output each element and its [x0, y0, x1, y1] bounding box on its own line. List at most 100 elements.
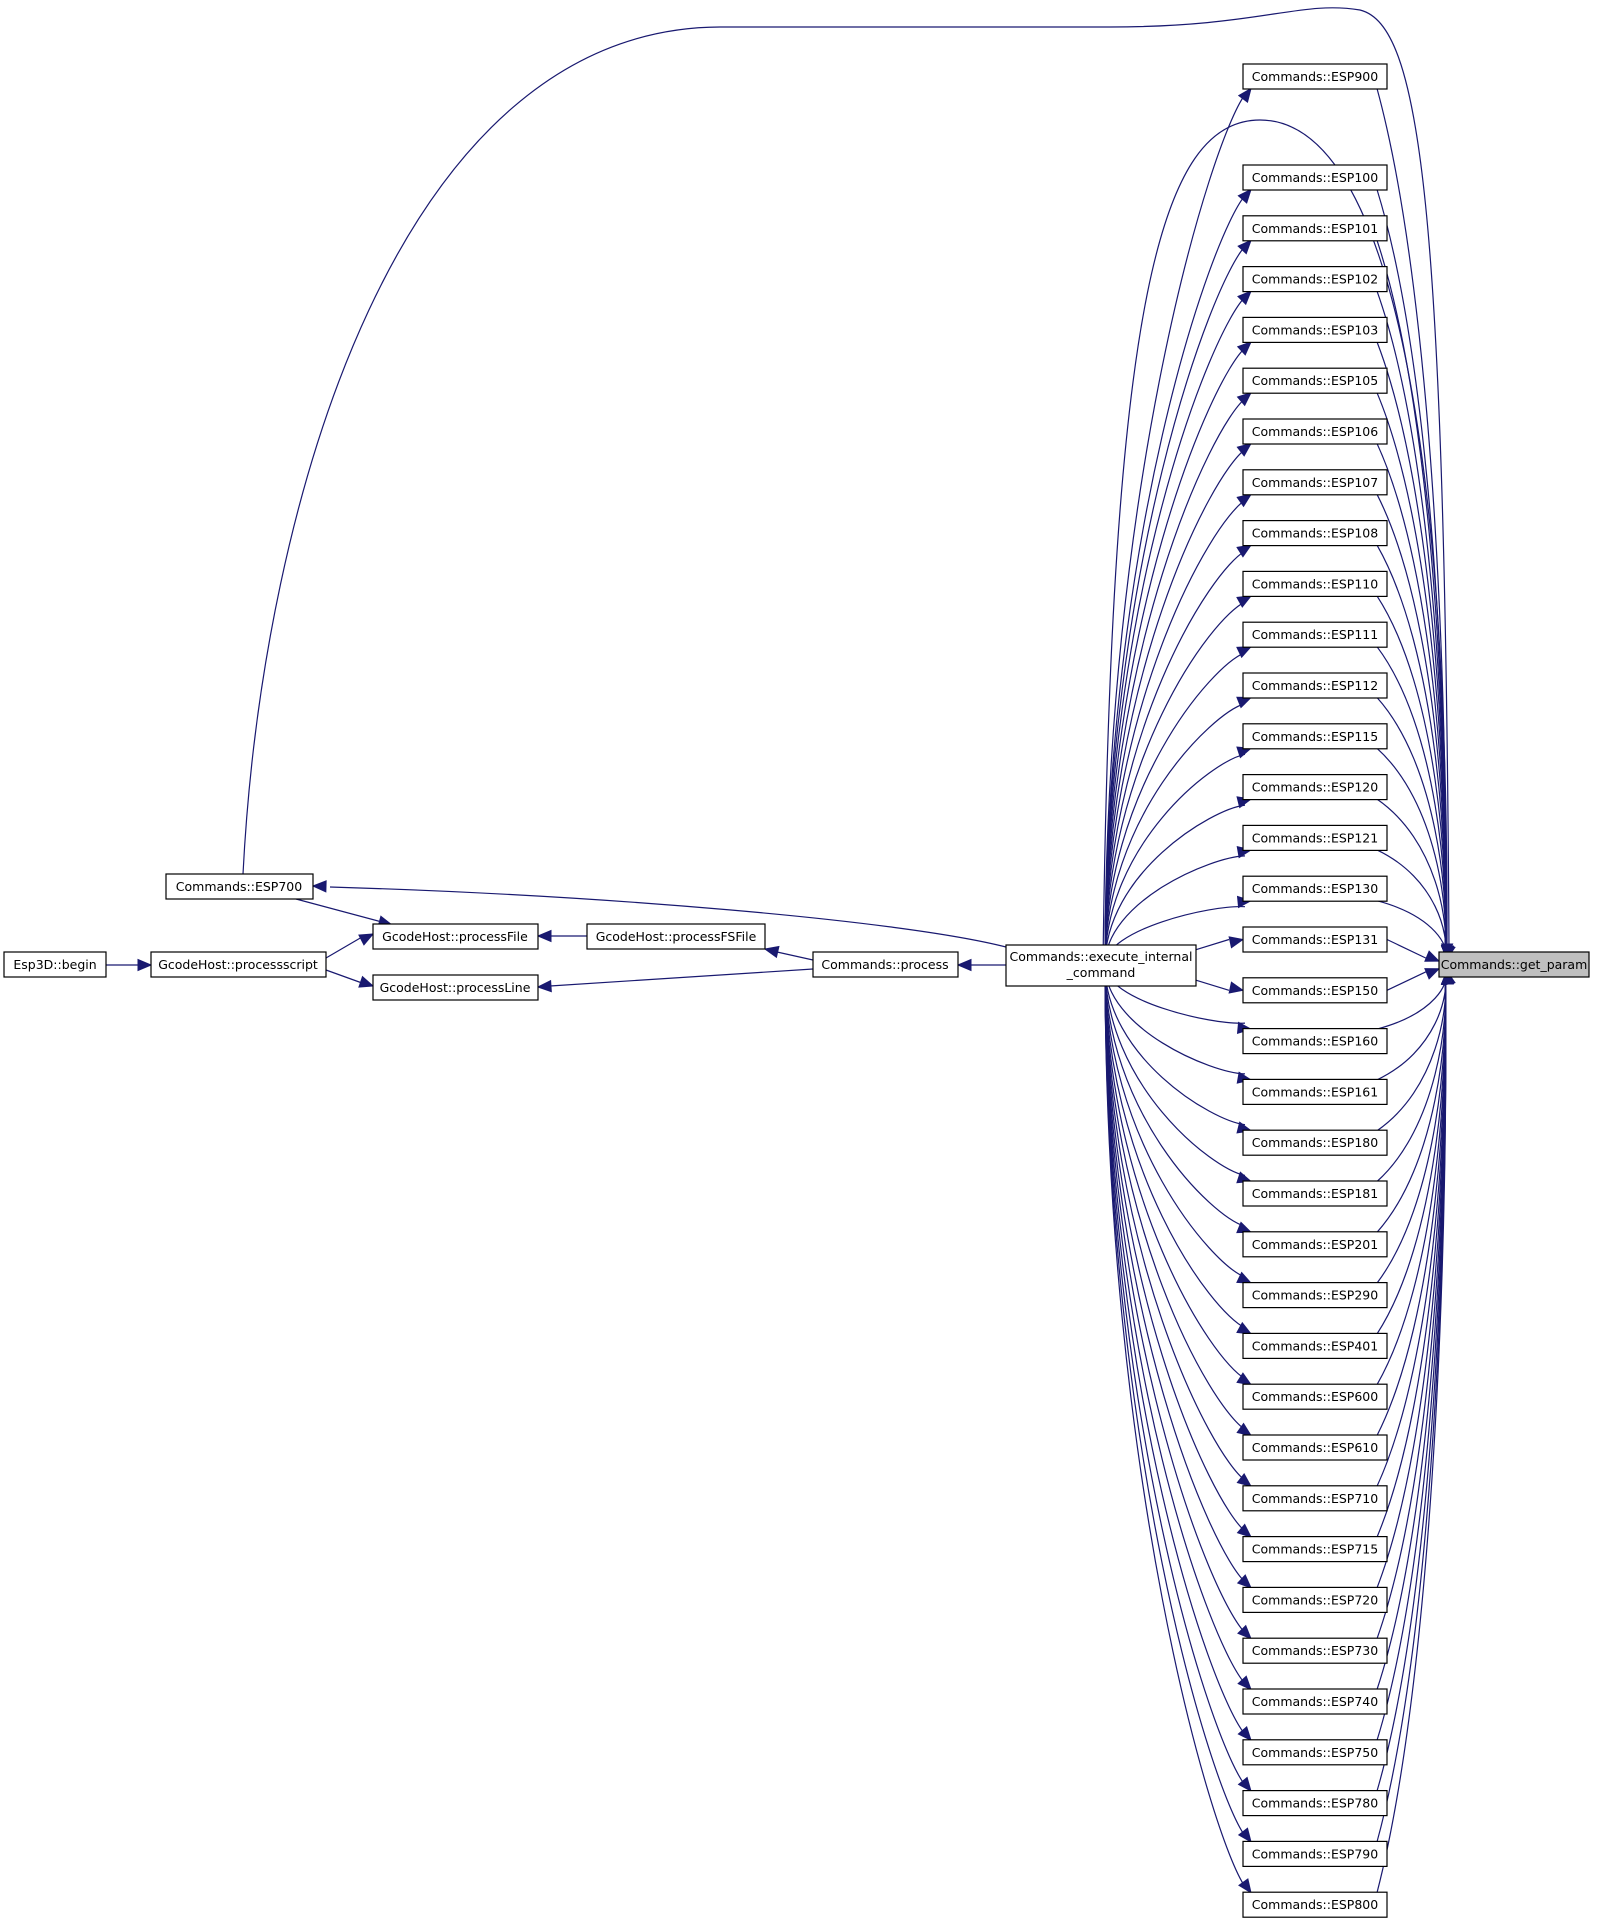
node-esp106[interactable]: Commands::ESP106: [1242, 418, 1388, 445]
node-esp710[interactable]: Commands::ESP710: [1242, 1485, 1388, 1512]
node-esp201[interactable]: Commands::ESP201: [1242, 1231, 1388, 1258]
edge-execute-to-esp790: [1104, 964, 1246, 1837]
node-get-param[interactable]: Commands::get_param: [1438, 951, 1590, 978]
node-esp108[interactable]: Commands::ESP108: [1242, 519, 1388, 547]
node-esp181[interactable]: Commands::ESP181: [1242, 1180, 1388, 1207]
arrow-execute-to-process: [956, 958, 972, 972]
node-esp750[interactable]: Commands::ESP750: [1242, 1739, 1388, 1766]
node-esp290[interactable]: Commands::ESP290: [1242, 1281, 1388, 1309]
arrow-begin-to-processscript: [137, 958, 153, 972]
arrow-execute-to-esp700: [311, 880, 327, 893]
edge-execute-to-esp600: [1104, 964, 1246, 1380]
node-esp112[interactable]: Commands::ESP112: [1242, 672, 1388, 699]
edge-process-to-processfsfile: [776, 951, 814, 961]
node-esp130[interactable]: Commands::ESP130: [1242, 875, 1388, 902]
arrow-execute-to-esp790: [1237, 1827, 1252, 1843]
edge-execute-to-esp103: [1104, 347, 1246, 966]
arrow-processscript-to-processline: [358, 975, 375, 988]
node-esp101[interactable]: Commands::ESP101: [1242, 215, 1388, 242]
node-esp700[interactable]: Commands::ESP700: [165, 873, 314, 900]
node-process-fsfile[interactable]: GcodeHost::processFSFile: [586, 923, 766, 950]
edge-execute-to-esp710: [1104, 964, 1246, 1481]
arrow-execute-to-esp103: [1236, 341, 1252, 356]
arrow-processfsfile-to-processfile: [536, 929, 552, 943]
arrow-execute-to-esp750: [1237, 1725, 1252, 1742]
node-esp780-label: Commands::ESP780: [1252, 1796, 1378, 1811]
node-esp110-label: Commands::ESP110: [1252, 576, 1378, 591]
edge-execute-to-esp780: [1104, 964, 1246, 1786]
node-esp111-label: Commands::ESP111: [1252, 627, 1378, 642]
node-esp730[interactable]: Commands::ESP730: [1242, 1637, 1388, 1664]
node-esp100[interactable]: Commands::ESP100: [1242, 164, 1388, 191]
edge-execute-to-esp700: [329, 886, 1007, 948]
node-esp120[interactable]: Commands::ESP120: [1242, 773, 1388, 801]
arrow-execute-to-esp150: [1228, 981, 1245, 994]
edge-esp150-to-get-param: [1386, 970, 1428, 991]
edge-execute-to-esp750: [1104, 964, 1246, 1735]
nodes: Commands::get_param Commands::execute_in…: [3, 63, 1590, 1918]
arrow-execute-to-esp900: [1237, 87, 1252, 104]
node-esp600[interactable]: Commands::ESP600: [1242, 1383, 1388, 1410]
node-commands-process-label: Commands::process: [821, 957, 948, 972]
node-esp102[interactable]: Commands::ESP102: [1242, 266, 1388, 293]
node-esp401[interactable]: Commands::ESP401: [1242, 1332, 1388, 1360]
node-esp790[interactable]: Commands::ESP790: [1242, 1840, 1388, 1868]
node-esp401-label: Commands::ESP401: [1252, 1338, 1378, 1353]
node-esp105[interactable]: Commands::ESP105: [1242, 367, 1388, 394]
node-esp120-label: Commands::ESP120: [1252, 780, 1378, 795]
node-get-param-label: Commands::get_param: [1441, 957, 1588, 972]
node-esp150-label: Commands::ESP150: [1252, 983, 1378, 998]
arrow-execute-to-esp100: [1237, 188, 1252, 204]
edge-execute-to-esp102: [1104, 296, 1246, 966]
node-esp180[interactable]: Commands::ESP180: [1242, 1129, 1388, 1156]
edges: [106, 7, 1456, 1894]
arrow-execute-to-esp740: [1237, 1675, 1252, 1691]
node-esp740[interactable]: Commands::ESP740: [1242, 1688, 1388, 1715]
node-commands-process[interactable]: Commands::process: [812, 951, 959, 978]
node-process-line[interactable]: GcodeHost::processLine: [372, 974, 539, 1001]
node-esp150[interactable]: Commands::ESP150: [1242, 977, 1388, 1004]
arrow-execute-to-esp107: [1236, 493, 1253, 508]
arrow-execute-to-esp715: [1236, 1523, 1252, 1538]
arrow-execute-to-esp108: [1236, 544, 1253, 558]
node-esp131-label: Commands::ESP131: [1252, 932, 1378, 947]
node-esp115[interactable]: Commands::ESP115: [1242, 723, 1388, 750]
node-esp900[interactable]: Commands::ESP900: [1242, 63, 1388, 90]
node-esp121[interactable]: Commands::ESP121: [1242, 824, 1388, 852]
edge-execute-to-esp100: [1104, 195, 1246, 966]
node-esp720[interactable]: Commands::ESP720: [1242, 1586, 1388, 1614]
edge-execute-to-esp107: [1104, 499, 1246, 966]
node-esp750-label: Commands::ESP750: [1252, 1745, 1378, 1760]
node-esp610-label: Commands::ESP610: [1252, 1440, 1378, 1455]
edge-execute-to-esp106: [1104, 449, 1246, 966]
edge-esp700-to-get-param: [242, 7, 1450, 952]
node-esp103[interactable]: Commands::ESP103: [1242, 316, 1388, 343]
node-esp780[interactable]: Commands::ESP780: [1242, 1789, 1388, 1817]
node-esp160[interactable]: Commands::ESP160: [1242, 1027, 1388, 1055]
edge-execute-to-esp131: [1195, 938, 1230, 951]
node-execute-internal-command[interactable]: Commands::execute_internal _command: [1005, 944, 1197, 987]
node-process-file[interactable]: GcodeHost::processFile: [372, 923, 539, 950]
node-esp790-label: Commands::ESP790: [1252, 1846, 1378, 1861]
arrow-execute-to-esp106: [1236, 442, 1253, 457]
node-esp161[interactable]: Commands::ESP161: [1242, 1078, 1388, 1106]
node-esp290-label: Commands::ESP290: [1252, 1288, 1378, 1303]
arrow-execute-to-esp710: [1236, 1473, 1253, 1488]
node-esp111[interactable]: Commands::ESP111: [1242, 621, 1388, 648]
node-processscript[interactable]: GcodeHost::processscript: [150, 951, 327, 978]
node-esp740-label: Commands::ESP740: [1252, 1694, 1378, 1709]
node-esp107[interactable]: Commands::ESP107: [1242, 469, 1388, 496]
node-esp100-label: Commands::ESP100: [1252, 170, 1378, 185]
arrow-execute-to-esp800: [1238, 1878, 1252, 1894]
node-process-file-label: GcodeHost::processFile: [382, 929, 528, 944]
arrow-process-to-processline: [536, 979, 552, 993]
node-esp115-label: Commands::ESP115: [1252, 729, 1378, 744]
node-esp110[interactable]: Commands::ESP110: [1242, 570, 1388, 598]
node-esp610[interactable]: Commands::ESP610: [1242, 1434, 1388, 1461]
edge-processscript-to-processfile: [325, 936, 363, 959]
node-esp131[interactable]: Commands::ESP131: [1242, 926, 1388, 953]
node-esp715[interactable]: Commands::ESP715: [1242, 1535, 1388, 1563]
node-esp121-label: Commands::ESP121: [1252, 830, 1378, 845]
node-esp3d-begin[interactable]: Esp3D::begin: [3, 951, 107, 978]
node-esp800[interactable]: Commands::ESP800: [1242, 1891, 1388, 1918]
